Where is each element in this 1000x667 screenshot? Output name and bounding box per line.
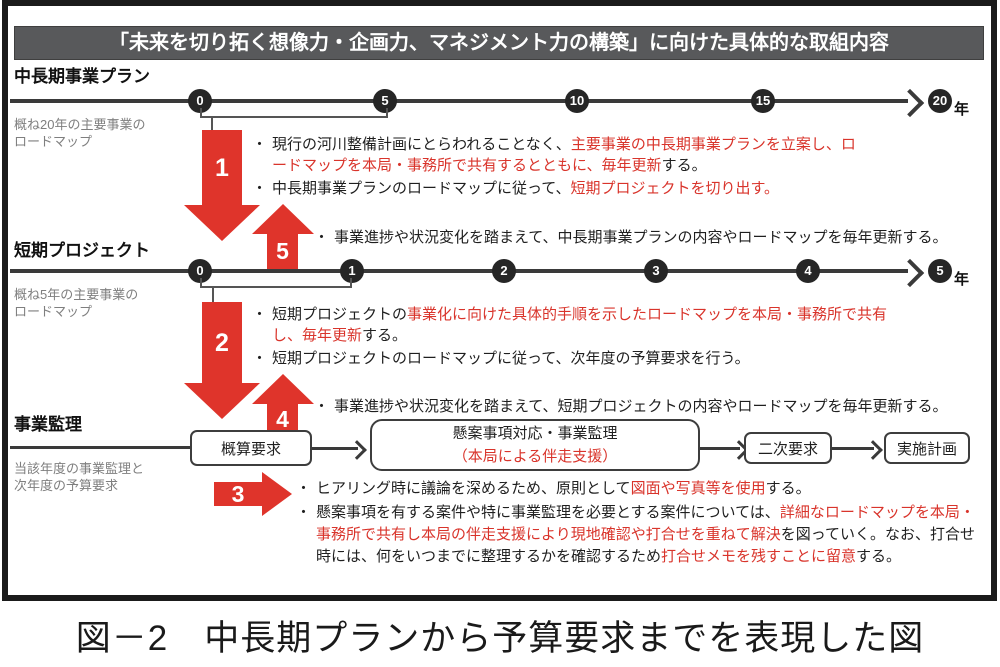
- midterm-update-bullet: ・ 事業進捗や状況変化を踏まえて、中長期事業プランの内容やロードマップを毎年更新…: [314, 227, 974, 248]
- timeline-midterm-line: [10, 99, 908, 103]
- list-item: ・ 現行の河川整備計画にとらわれることなく、主要事業の中長期事業プランを立案し、…: [252, 134, 862, 176]
- list-item: ・ 短期プロジェクトの事業化に向けた具体的手順を示したロードマップを本局・事務所…: [252, 304, 907, 346]
- step-arrow-5: 5: [267, 233, 298, 269]
- flow-connector: [832, 447, 874, 450]
- bullet-mark: ・: [252, 350, 268, 367]
- bullet-mark: ・: [296, 504, 312, 521]
- flow-box-implementation-plan: 実施計画: [884, 432, 970, 464]
- step-arrow-2: 2: [202, 302, 242, 384]
- flow-connector: [312, 447, 358, 450]
- bracket-shortterm: [200, 278, 352, 288]
- bullet-text: 短期プロジェクトの事業化に向けた具体的手順を示したロードマップを本局・事務所で共…: [272, 306, 888, 344]
- timeline-midterm-unit: 年: [954, 101, 970, 118]
- milestone-node: 4: [796, 259, 820, 283]
- milestone-node: 2: [492, 259, 516, 283]
- milestone-node: 10: [565, 89, 589, 113]
- section-shortterm-note: 概ね5年の主要事業の ロードマップ: [14, 287, 139, 319]
- list-item: ・ ヒアリング時に議論を深めるため、原則として図面や写真等を使用する。: [296, 478, 986, 500]
- timeline-shortterm-unit: 年: [954, 271, 970, 288]
- bullet-text: 事業進捗や状況変化を踏まえて、中長期事業プランの内容やロードマップを毎年更新する…: [334, 229, 948, 246]
- section-midterm-note: 概ね20年の主要事業の ロードマップ: [14, 117, 146, 149]
- bullet-mark: ・: [296, 480, 312, 497]
- milestone-node: 5: [928, 259, 952, 283]
- list-item: ・ 短期プロジェクトのロードマップに従って、次年度の予算要求を行う。: [252, 348, 907, 369]
- flow-connector: [700, 447, 740, 450]
- step-arrow-3: 3: [214, 481, 262, 507]
- section-midterm-label: 中長期事業プラン: [14, 67, 150, 86]
- bullet-mark: ・: [252, 136, 268, 153]
- list-item: ・ 事業進捗や状況変化を踏まえて、短期プロジェクトの内容やロードマップを毎年更新…: [314, 396, 974, 417]
- bullet-text: 短期プロジェクトのロードマップに従って、次年度の予算要求を行う。: [272, 350, 750, 367]
- bullet-mark: ・: [314, 398, 330, 415]
- milestone-node: 5: [373, 89, 397, 113]
- section-supervision-label: 事業監理: [14, 415, 82, 434]
- section-shortterm-label: 短期プロジェクト: [14, 241, 150, 260]
- bullet-mark: ・: [314, 229, 330, 246]
- step-arrow-1-head-icon: [184, 205, 260, 241]
- figure-caption: 図－2 中長期プランから予算要求までを表現した図: [75, 619, 925, 658]
- list-item: ・ 懸案事項を有する案件や特に事業監理を必要とする案件については、詳細なロードマ…: [296, 502, 986, 568]
- diagram-title-bar: 「未来を切り拓く想像力・企画力、マネジメント力の構築」に向けた具体的な取組内容: [14, 26, 984, 60]
- step-arrow-4-head-icon: [252, 374, 314, 404]
- list-item: ・ 事業進捗や状況変化を踏まえて、中長期事業プランの内容やロードマップを毎年更新…: [314, 227, 974, 248]
- step-arrow-1: 1: [202, 130, 242, 206]
- bullet-mark: ・: [252, 306, 268, 323]
- midterm-bullet-list: ・ 現行の河川整備計画にとらわれることなく、主要事業の中長期事業プランを立案し、…: [252, 134, 862, 199]
- bullet-text: 懸案事項を有する案件や特に事業監理を必要とする案件については、詳細なロードマップ…: [316, 504, 975, 565]
- bullet-text: 中長期事業プランのロードマップに従って、短期プロジェクトを切り出す。: [272, 180, 780, 197]
- bullet-text: ヒアリング時に議論を深めるため、原則として図面や写真等を使用する。: [316, 480, 811, 497]
- step-arrow-5-head-icon: [252, 204, 314, 234]
- section-supervision-note: 当該年度の事業監理と 次年度の予算要求: [14, 461, 145, 493]
- supervision-bullet-list: ・ ヒアリング時に議論を深めるため、原則として図面や写真等を使用する。 ・ 懸案…: [296, 478, 986, 568]
- step-arrow-2-head-icon: [184, 383, 260, 419]
- milestone-node: 1: [340, 259, 364, 283]
- step-arrow-4: 4: [267, 403, 298, 435]
- milestone-node: 3: [644, 259, 668, 283]
- flow-box-second-request: 二次要求: [744, 432, 832, 464]
- flow-box-budget-request: 概算要求: [190, 430, 312, 466]
- timeline-shortterm-line: [10, 269, 908, 273]
- milestone-node: 15: [751, 89, 775, 113]
- bracket-midterm: [200, 108, 388, 118]
- bracket-shortterm-tick: [212, 288, 214, 302]
- bracket-midterm-tick: [211, 118, 213, 131]
- milestone-node: 20: [928, 89, 952, 113]
- bullet-text: 事業進捗や状況変化を踏まえて、短期プロジェクトの内容やロードマップを毎年更新する…: [334, 398, 948, 415]
- shortterm-bullet-list: ・ 短期プロジェクトの事業化に向けた具体的手順を示したロードマップを本局・事務所…: [252, 304, 907, 369]
- flow-box-supervision: 懸案事項対応・事業監理 （本局による伴走支援）: [370, 419, 700, 471]
- bullet-text: 現行の河川整備計画にとらわれることなく、主要事業の中長期事業プランを立案し、ロー…: [272, 136, 856, 174]
- bullet-mark: ・: [252, 180, 268, 197]
- supervision-line: [10, 446, 190, 449]
- step-arrow-3-head-icon: [262, 472, 292, 516]
- shortterm-update-bullet: ・ 事業進捗や状況変化を踏まえて、短期プロジェクトの内容やロードマップを毎年更新…: [314, 396, 974, 417]
- list-item: ・ 中長期事業プランのロードマップに従って、短期プロジェクトを切り出す。: [252, 178, 862, 199]
- diagram-title: 「未来を切り拓く想像力・企画力、マネジメント力の構築」に向けた具体的な取組内容: [109, 32, 889, 54]
